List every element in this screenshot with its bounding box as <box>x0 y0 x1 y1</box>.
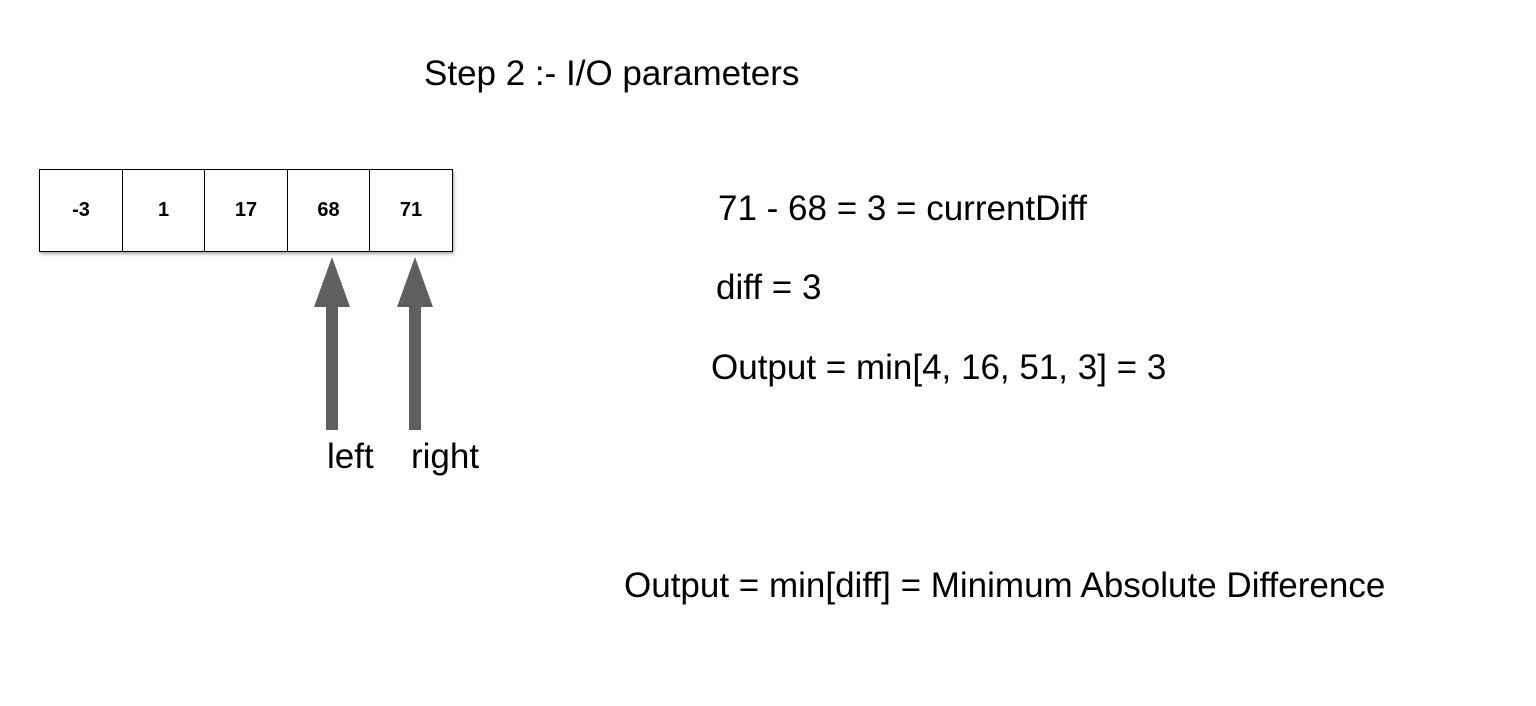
array-cell: 68 <box>286 169 371 252</box>
output-min-equation: Output = min[4, 16, 51, 3] = 3 <box>711 348 1167 387</box>
array-cell: 71 <box>369 169 453 252</box>
output-final-equation: Output = min[diff] = Minimum Absolute Di… <box>624 566 1386 605</box>
diagram-title: Step 2 :- I/O parameters <box>424 54 800 93</box>
left-pointer-label: left <box>327 437 374 476</box>
diff-equation: diff = 3 <box>716 268 822 307</box>
array-cell: -3 <box>39 169 123 252</box>
left-pointer-arrow-icon <box>314 257 350 430</box>
right-pointer-label: right <box>411 437 480 476</box>
array-cell: 17 <box>204 169 288 252</box>
array: -3 1 17 68 71 <box>39 169 453 252</box>
right-pointer-arrow-icon <box>397 257 433 430</box>
current-diff-equation: 71 - 68 = 3 = currentDiff <box>718 189 1088 228</box>
